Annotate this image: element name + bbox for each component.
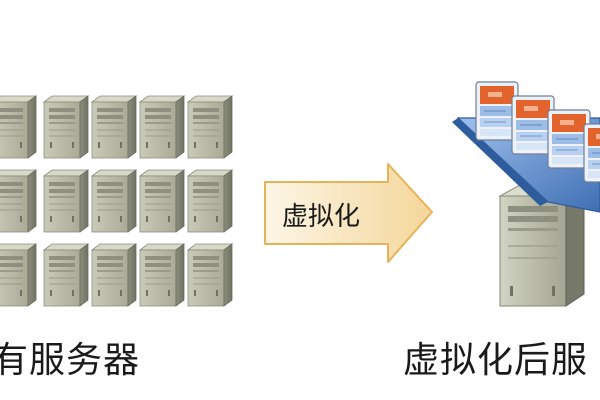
right-caption: 虚拟化后服 [403,340,589,381]
physical-server-icon [139,243,185,307]
physical-server-icon [0,95,37,159]
arrow-label: 虚拟化 [282,202,361,232]
physical-server-icon [91,169,137,233]
left-caption: 有服务器 [0,340,141,381]
physical-server-icon [91,95,137,159]
physical-server-icon [43,243,89,307]
physical-server-icon [91,243,137,307]
physical-server-icon [0,243,37,307]
physical-server-icon [0,169,37,233]
physical-server-icon [139,95,185,159]
physical-server-grid [0,95,233,307]
virtualization-arrow-icon [264,163,433,263]
physical-server-icon [43,95,89,159]
virtual-machine-icon [583,123,600,183]
physical-server-icon [187,169,233,233]
physical-server-icon [139,169,185,233]
physical-server-icon [187,95,233,159]
physical-server-icon [187,243,233,307]
physical-server-icon [43,169,89,233]
